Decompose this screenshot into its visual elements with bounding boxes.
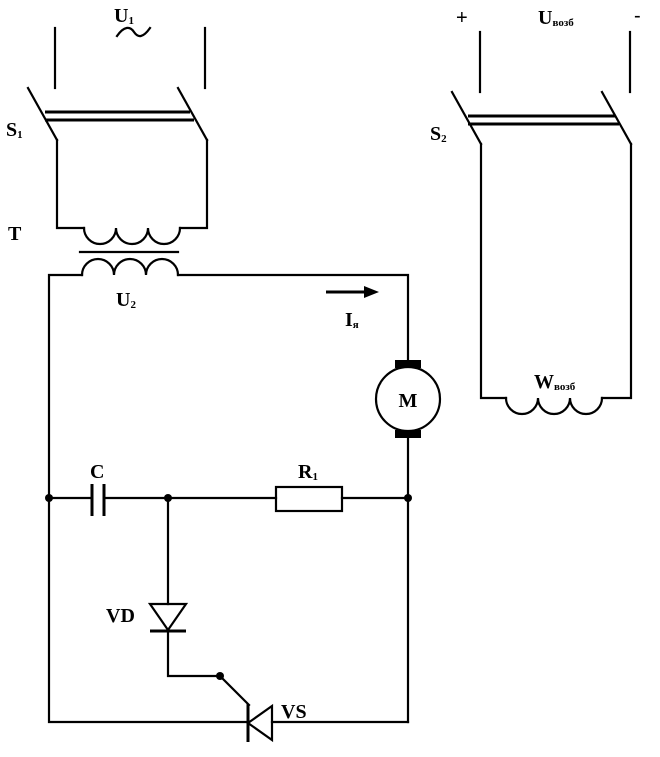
motor-m [374,360,442,438]
ac-supply-lines [53,26,207,90]
label-s2: S2 [430,123,447,145]
label-u2: U2 [116,289,136,311]
transformer-t [78,226,182,277]
label-vd: VD [106,605,135,627]
current-arrow-icon [326,286,379,298]
minus-sign: - [634,5,641,27]
label-u1: U1 [114,5,134,27]
label-s1: S1 [6,119,23,141]
label-ia: Iя [345,309,359,331]
diode-vd [147,496,222,678]
label-r1: R1 [298,461,318,483]
label-vs: VS [281,701,307,723]
excitation-wires [479,142,633,400]
plus-sign: + [456,7,468,29]
label-m: M [399,390,418,412]
label-u-exc: Uвозб [538,7,574,29]
thyristor-vs [218,674,274,743]
label-w-exc: Wвозб [534,371,576,393]
rc-branch [47,484,410,516]
excitation-winding [504,396,604,416]
ac-tilde-icon [115,26,152,38]
junction-dots [45,494,412,680]
primary-coil [82,226,182,246]
resistor-r1 [274,485,344,513]
label-t: T [8,223,22,245]
switch-s1[interactable] [26,86,209,142]
switch-s2[interactable] [450,90,633,146]
dc-supply-lines [478,30,632,94]
secondary-coil [80,257,180,277]
label-c: C [90,461,104,483]
primary-wires [55,138,209,230]
